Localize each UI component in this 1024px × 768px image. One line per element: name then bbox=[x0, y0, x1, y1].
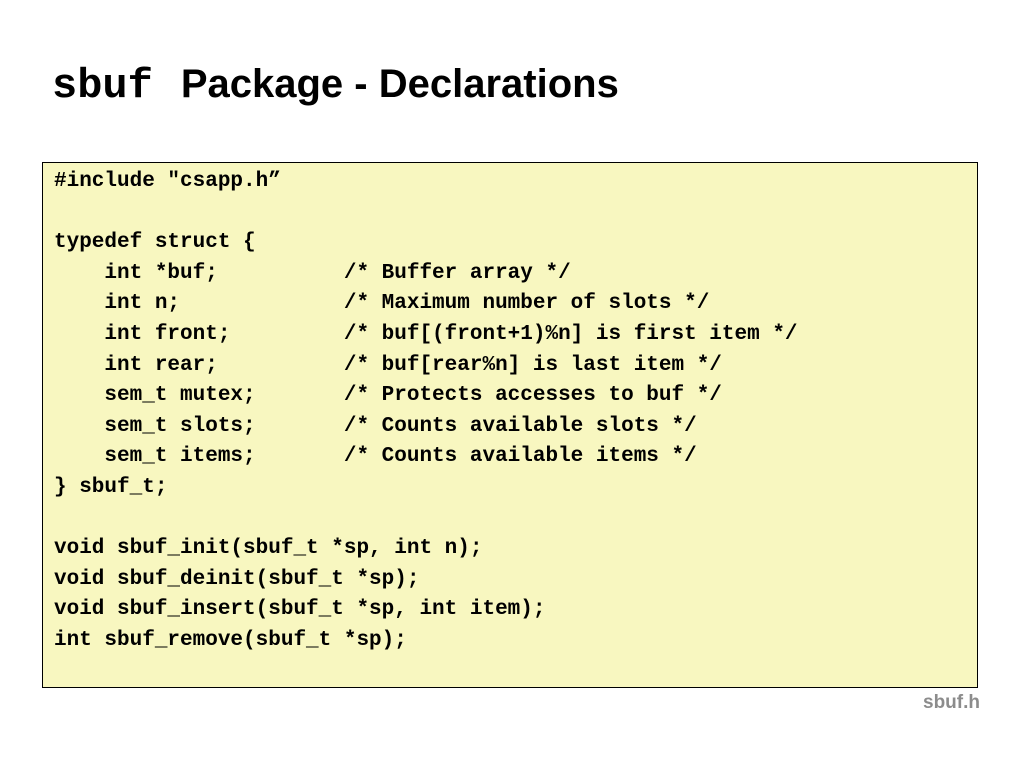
code-line-14: void sbuf_deinit(sbuf_t *sp); bbox=[54, 567, 420, 591]
code-listing: #include "csapp.h” typedef struct { int *… bbox=[54, 167, 798, 657]
code-line-3: typedef struct { bbox=[54, 231, 256, 255]
code-line-1: #include "csapp.h” bbox=[54, 170, 281, 193]
title-code-name: sbuf bbox=[52, 62, 153, 110]
code-line-8: sem_t mutex; /* Protects accesses to buf… bbox=[54, 384, 722, 408]
file-name-label: sbuf.h bbox=[923, 692, 980, 713]
code-line-2 bbox=[54, 198, 798, 229]
code-line-9: sem_t slots; /* Counts available slots *… bbox=[54, 414, 697, 438]
title-text: Package - Declarations bbox=[180, 62, 619, 106]
code-block: #include "csapp.h” typedef struct { int *… bbox=[42, 162, 978, 688]
code-line-15: void sbuf_insert(sbuf_t *sp, int item); bbox=[54, 598, 546, 622]
code-line-13: void sbuf_init(sbuf_t *sp, int n); bbox=[54, 537, 483, 561]
slide-title: sbuf Package - Declarations bbox=[52, 62, 619, 122]
code-line-10: sem_t items; /* Counts available items *… bbox=[54, 445, 697, 469]
code-line-12 bbox=[54, 504, 798, 535]
code-line-4: int *buf; /* Buffer array */ bbox=[54, 261, 571, 285]
code-line-7: int rear; /* buf[rear%n] is last item */ bbox=[54, 353, 722, 377]
code-line-11: } sbuf_t; bbox=[54, 475, 168, 499]
code-line-16: int sbuf_remove(sbuf_t *sp); bbox=[54, 628, 407, 652]
code-line-5: int n; /* Maximum number of slots */ bbox=[54, 292, 710, 316]
code-line-6: int front; /* buf[(front+1)%n] is first … bbox=[54, 322, 798, 346]
